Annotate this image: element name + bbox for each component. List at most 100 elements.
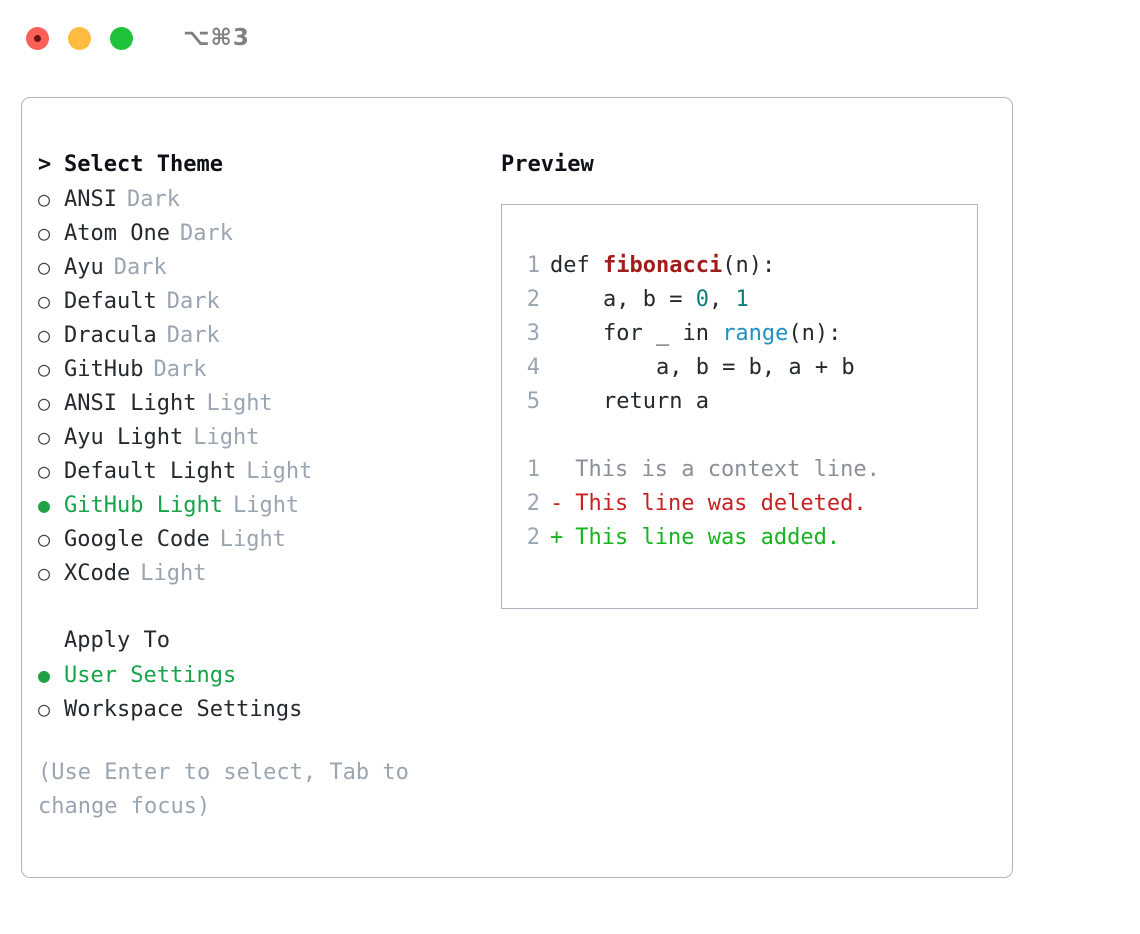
diff-line-number: 2 bbox=[526, 525, 540, 550]
theme-kind-label: Light bbox=[140, 561, 207, 586]
selection-arrow-icon: > bbox=[38, 152, 52, 177]
close-window-icon[interactable] bbox=[26, 26, 49, 50]
theme-name-label: Default Light bbox=[64, 459, 237, 484]
apply-to-list: ●User Settings ○ Workspace Settings bbox=[38, 658, 488, 726]
radio-unselected-icon[interactable]: ○ bbox=[38, 289, 51, 313]
theme-kind-label: Dark bbox=[113, 255, 167, 280]
code-line: 2 a, b = 0, 1 bbox=[516, 283, 977, 317]
code-token: return a bbox=[550, 389, 709, 414]
theme-kind-label: Light bbox=[246, 459, 313, 484]
theme-list-item[interactable]: ○ Ayu Light Light bbox=[38, 420, 488, 454]
code-token: a, b = b, a + b bbox=[550, 355, 855, 380]
radio-unselected-icon[interactable]: ○ bbox=[38, 357, 51, 381]
code-line: 1 def fibonacci(n): bbox=[516, 249, 977, 283]
traffic-light-buttons bbox=[26, 26, 133, 50]
apply-to-heading-label: Apply To bbox=[64, 628, 170, 653]
diff-line: 2- This line was deleted. bbox=[516, 487, 977, 521]
code-token: 0 bbox=[695, 287, 709, 312]
code-line-number: 5 bbox=[526, 389, 540, 414]
theme-list-item[interactable]: ○ Default Light Light bbox=[38, 454, 488, 488]
radio-unselected-icon[interactable]: ○ bbox=[38, 187, 51, 211]
theme-name-label: ANSI Light bbox=[64, 391, 197, 416]
code-line: 4 a, b = b, a + b bbox=[516, 351, 977, 385]
code-token: (n): bbox=[788, 321, 842, 346]
radio-unselected-icon[interactable]: ○ bbox=[38, 459, 51, 483]
diff-line-number: 1 bbox=[526, 457, 540, 482]
code-line: 3 for _ in range(n): bbox=[516, 317, 977, 351]
code-line-number: 4 bbox=[526, 355, 540, 380]
code-line-number: 3 bbox=[526, 321, 540, 346]
radio-unselected-icon[interactable]: ○ bbox=[38, 255, 51, 279]
code-token: (n): bbox=[722, 253, 776, 278]
apply-to-heading: Apply To bbox=[38, 624, 488, 658]
theme-name-label: Ayu bbox=[64, 255, 104, 280]
code-token: def bbox=[550, 253, 603, 278]
theme-kind-label: Light bbox=[219, 527, 286, 552]
code-line: 5 return a bbox=[516, 385, 977, 419]
radio-unselected-icon[interactable]: ○ bbox=[38, 221, 51, 245]
apply-to-item[interactable]: ●User Settings bbox=[38, 658, 488, 692]
code-token: for _ in bbox=[550, 321, 723, 346]
theme-name-label: GitHub Light bbox=[64, 493, 223, 518]
theme-kind-label: Dark bbox=[179, 221, 233, 246]
theme-kind-label: Light bbox=[232, 493, 300, 518]
preview-title: Preview bbox=[501, 152, 594, 177]
theme-list-item[interactable]: ● GitHub Light Light bbox=[38, 488, 488, 522]
theme-list-item[interactable]: ○ ANSI Dark bbox=[38, 182, 488, 216]
theme-list-item[interactable]: ○ Dracula Dark bbox=[38, 318, 488, 352]
theme-name-label: Ayu Light bbox=[64, 425, 184, 450]
code-token: 1 bbox=[735, 287, 749, 312]
theme-kind-label: Dark bbox=[153, 357, 207, 382]
theme-kind-label: Dark bbox=[166, 323, 220, 348]
diff-line-number: 2 bbox=[526, 491, 540, 516]
radio-unselected-icon[interactable]: ○ bbox=[38, 561, 51, 585]
theme-name-label: ANSI bbox=[64, 187, 117, 212]
diff-text: This line was added. bbox=[562, 525, 841, 550]
radio-unselected-icon[interactable]: ○ bbox=[38, 527, 51, 551]
code-token: , bbox=[708, 287, 736, 312]
theme-list-item[interactable]: ○ ANSI Light Light bbox=[38, 386, 488, 420]
theme-kind-label: Dark bbox=[166, 289, 220, 314]
theme-list-heading-label: Select Theme bbox=[64, 152, 223, 177]
theme-list-item[interactable]: ○ Ayu Dark bbox=[38, 250, 488, 284]
keyboard-hint-text: (Use Enter to select, Tab to change focu… bbox=[38, 760, 409, 819]
apply-to-label: Workspace Settings bbox=[64, 697, 303, 722]
theme-list-item[interactable]: ○ Google Code Light bbox=[38, 522, 488, 556]
title-bar: ⌥⌘3 bbox=[0, 0, 1140, 76]
radio-unselected-icon[interactable]: ○ bbox=[38, 425, 51, 449]
theme-list-heading: > Select Theme bbox=[38, 148, 488, 182]
theme-kind-label: Dark bbox=[126, 187, 180, 212]
minimize-window-icon[interactable] bbox=[68, 26, 91, 50]
diff-marker bbox=[550, 453, 562, 487]
code-line-number: 2 bbox=[526, 287, 540, 312]
radio-unselected-icon[interactable]: ○ bbox=[38, 323, 51, 347]
theme-name-label: Google Code bbox=[64, 527, 210, 552]
code-diff-spacer bbox=[516, 419, 977, 453]
apply-to-item[interactable]: ○ Workspace Settings bbox=[38, 692, 488, 726]
theme-name-label: Dracula bbox=[64, 323, 157, 348]
radio-selected-icon[interactable]: ● bbox=[38, 493, 51, 517]
radio-selected-icon[interactable]: ● bbox=[38, 663, 51, 687]
maximize-window-icon[interactable] bbox=[110, 26, 133, 50]
diff-sample: 1 This is a context line.2- This line wa… bbox=[516, 453, 977, 555]
radio-unselected-icon[interactable]: ○ bbox=[38, 391, 51, 415]
code-token: fibonacci bbox=[602, 253, 723, 278]
radio-unselected-icon[interactable]: ○ bbox=[38, 697, 51, 721]
code-line-number: 1 bbox=[526, 253, 540, 278]
code-token: range bbox=[722, 321, 789, 346]
diff-line: 1 This is a context line. bbox=[516, 453, 977, 487]
code-token: a, b = bbox=[550, 287, 696, 312]
theme-kind-label: Light bbox=[193, 425, 260, 450]
theme-kind-label: Light bbox=[206, 391, 273, 416]
